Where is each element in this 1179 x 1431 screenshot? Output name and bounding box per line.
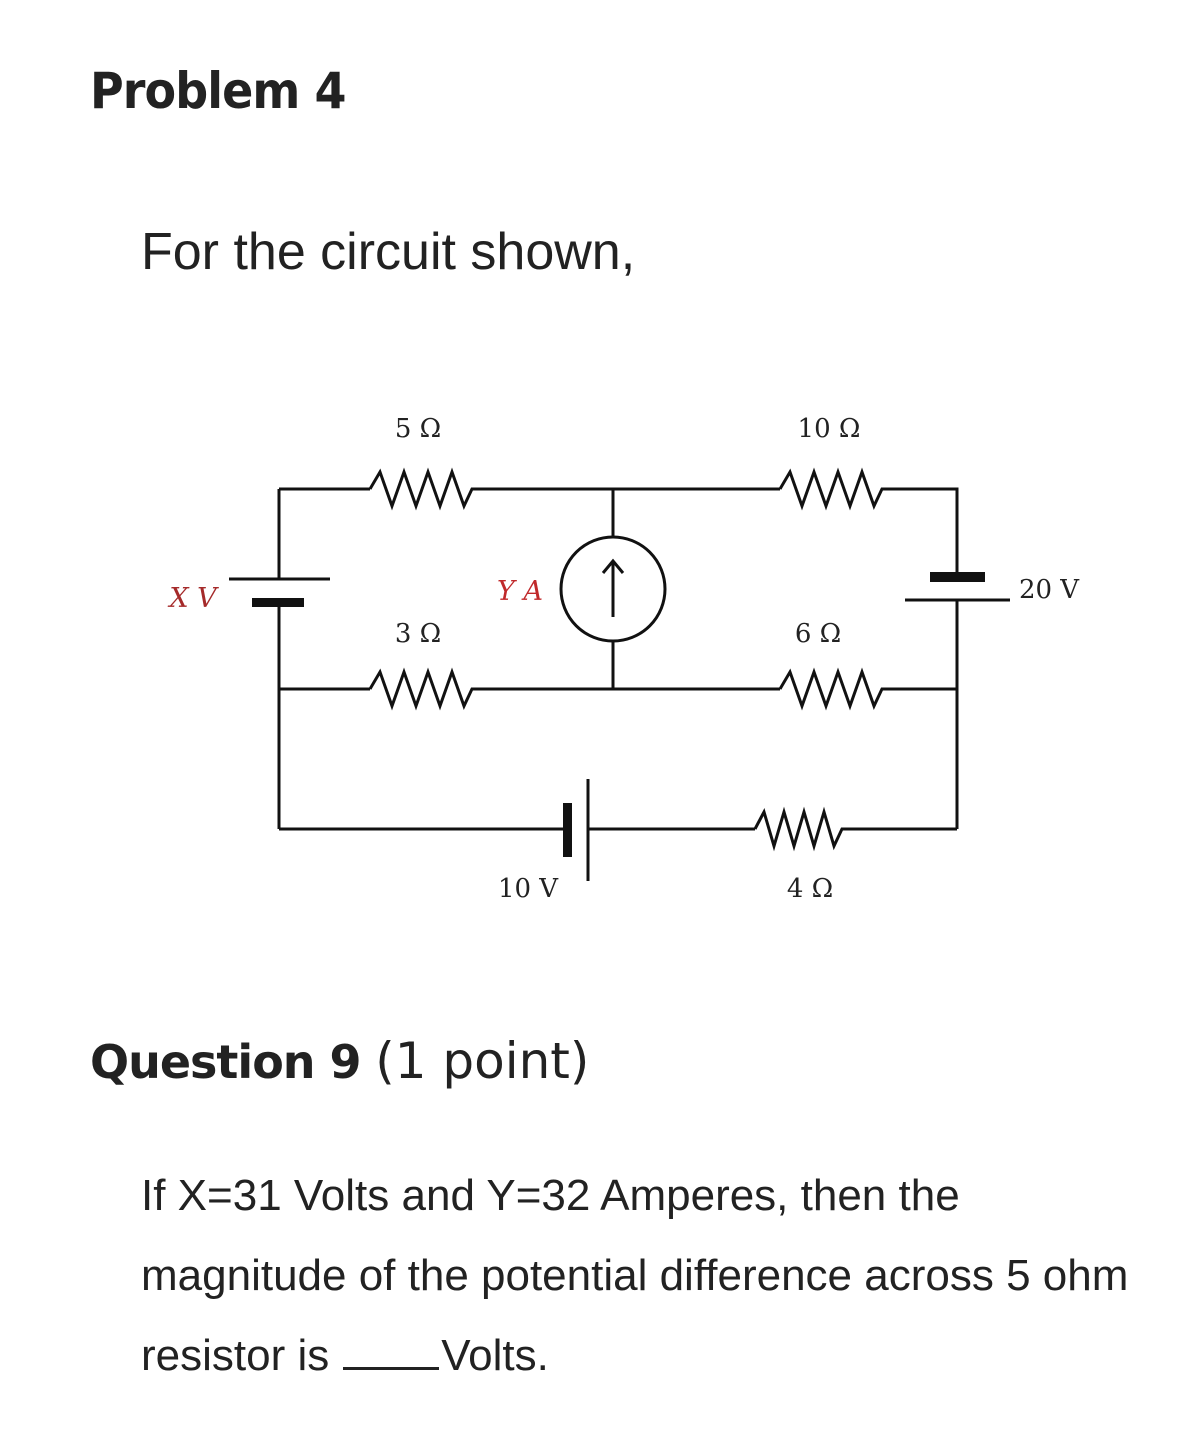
battery-10v-negative-plate [563,803,572,857]
label-resistor-3: 3 Ω [395,619,441,649]
label-resistor-6: 6 Ω [795,619,841,649]
label-resistor-5: 5 Ω [395,414,441,444]
question-number: Question 9 [90,1035,362,1089]
current-arrow-icon [601,558,625,617]
resistor-6-ohm [778,667,890,711]
label-battery-20v: 20 V [1019,575,1080,605]
label-current-source: Y A [497,576,543,607]
problem-title: Problem 4 [90,62,346,120]
question-text-before: If X=31 Volts and Y=32 Amperes, then the… [141,1171,1129,1380]
resistor-4-ohm [753,806,957,852]
battery-x-negative-plate [252,598,304,607]
label-battery-10v: 10 V [498,874,559,904]
battery-20v-negative-plate [930,572,985,582]
question-text: If X=31 Volts and Y=32 Amperes, then the… [141,1156,1141,1396]
question-points: (1 point) [375,1032,590,1090]
question-heading: Question 9 (1 point) [90,1032,589,1090]
resistor-10-ohm [778,467,890,511]
answer-blank[interactable] [343,1333,440,1370]
wire-top-right [890,487,959,577]
resistor-5-ohm [368,467,480,511]
question-text-after: Volts. [441,1331,549,1380]
label-resistor-4: 4 Ω [787,874,833,904]
circuit-diagram: X V 5 Ω 10 Ω Y A 3 Ω 6 Ω 20 V 10 V 4 Ω [167,414,1080,904]
resistor-3-ohm [368,667,480,711]
label-battery-x: X V [167,583,219,614]
problem-intro: For the circuit shown, [141,223,636,281]
label-resistor-10: 10 Ω [798,414,861,444]
